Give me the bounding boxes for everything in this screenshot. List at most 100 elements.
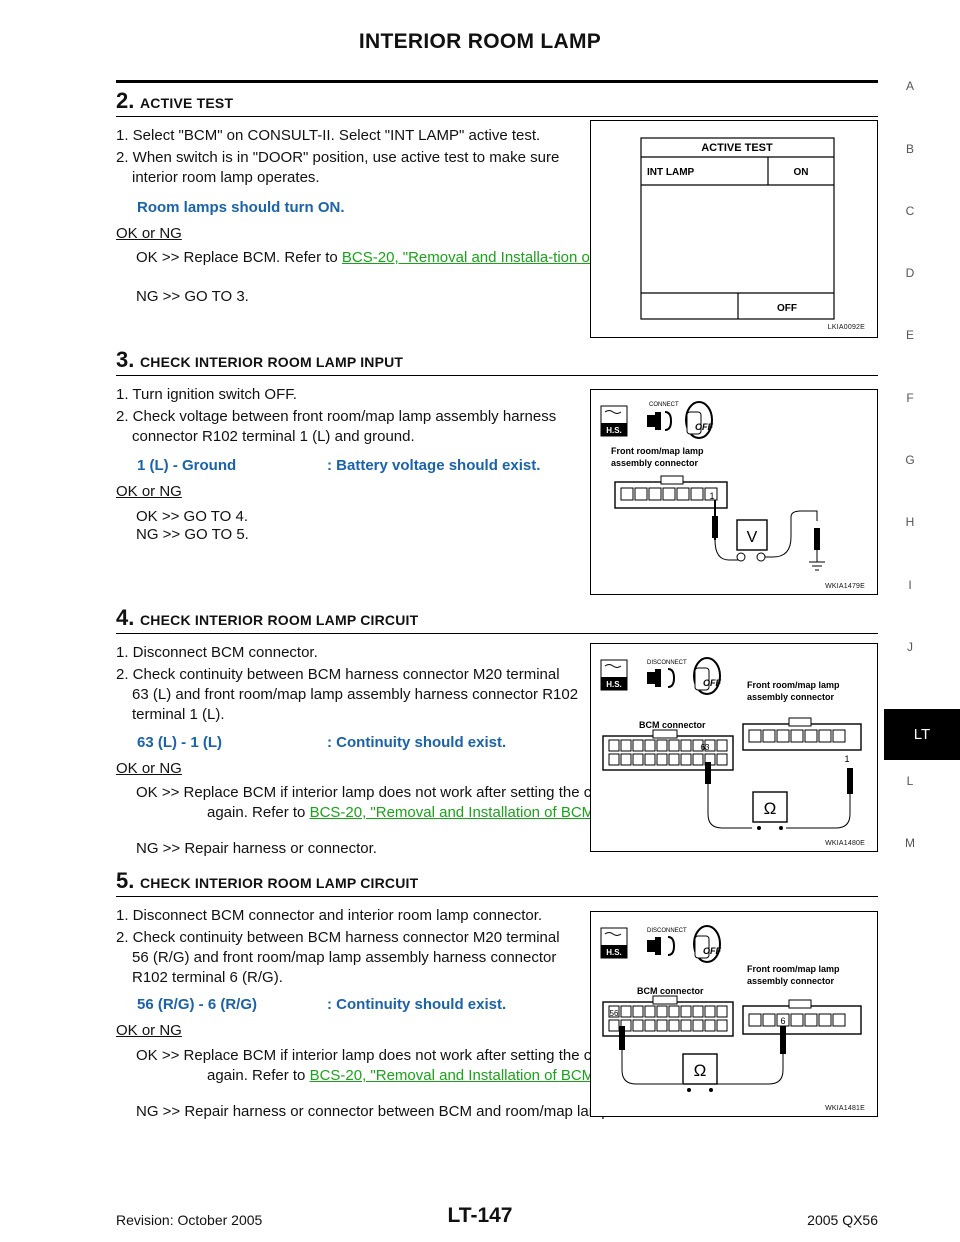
side-index-m[interactable]: M [905,836,915,850]
step-title: CHECK INTERIOR ROOM LAMP CIRCUIT [140,875,419,891]
ng-result: NG >> GO TO 5. [136,526,249,543]
connect-label: CONNECT [649,402,679,408]
footer-page-number: LT-147 [447,1204,513,1227]
meter-minus-terminal [756,552,766,562]
spec-text: Room lamps should turn ON. [137,199,345,216]
side-index-l[interactable]: L [906,774,914,788]
ohmmeter-icon [682,1053,718,1085]
step-3-body: 1. Turn ignition switch OFF. 2. Check vo… [116,385,580,447]
step-2-header: 2. ACTIVE TEST [116,86,878,117]
step-item: 1. Select "BCM" on CONSULT-II. Select "I… [116,127,541,144]
lamp-connector-latch [660,475,684,485]
step-3-header: 3. CHECK INTERIOR ROOM LAMP INPUT [116,345,878,376]
spec-text: 1 (L) - Ground [137,457,237,474]
side-index-lt-active[interactable]: LT [884,709,960,760]
meter-terminal [687,1088,691,1092]
bcm-terminal-label: 56 [610,1009,619,1018]
connector-icon [647,412,661,430]
side-index-b[interactable]: B [905,142,914,156]
step-4-header: 4. CHECK INTERIOR ROOM LAMP CIRCUIT [116,603,878,634]
probe-wire [714,539,739,561]
footer-revision: Revision: October 2005 [116,1212,263,1228]
continuity-diagram: H.S. DISCONNECT OFF BCM connector Front … [600,925,862,1092]
lamp-probe [847,768,853,794]
hs-icon [601,423,627,436]
int-lamp-label: INT LAMP [647,167,695,178]
step-5-body: 1. Disconnect BCM connector and interior… [116,906,580,988]
ng-result: NG >> Repair harness or connector betwee… [136,1103,614,1120]
off-label: OFF [703,946,721,956]
connector-icon [667,936,676,956]
bcm-terminal-label: 63 [701,743,710,752]
side-index-i[interactable]: I [908,578,912,592]
disconnect-label: DISCONNECT [647,928,687,934]
lamp-probe [780,1026,786,1054]
screen-header-text: ACTIVE TEST [701,142,773,154]
bcs-20-link[interactable]: BCS-20, "Removal and Installation of BCM… [309,804,600,821]
side-index-h[interactable]: H [905,515,915,529]
lamp-connector-pins [748,729,846,743]
page-title: INTERIOR ROOM LAMP [358,30,602,53]
lamp-connector-pins [748,1013,846,1027]
figure-code: WKIA1479E [825,583,865,590]
side-index-e[interactable]: E [905,328,914,342]
step-item: 2. When switch is in "DOOR" position, us… [116,149,560,186]
step-item: 1. Disconnect BCM connector. [116,644,318,661]
screen-frame [640,137,835,320]
spec-text: 56 (R/G) - 6 (R/G) [137,996,258,1013]
off-label: OFF [703,678,721,688]
side-index-a[interactable]: A [905,79,914,93]
bcs-20-link[interactable]: BCS-20, "Removal and Installa-tion of BC… [341,249,637,266]
bcm-connector-pins [608,739,728,766]
side-index-f[interactable]: F [906,391,914,405]
step-5-header: 5. CHECK INTERIOR ROOM LAMP CIRCUIT [116,866,878,897]
hs-label: H.S. [606,948,622,957]
side-index-g[interactable]: G [905,453,915,467]
lamp-connector-latch [788,999,812,1009]
bcm-connector-label: BCM connector [639,720,706,730]
step-4-body: 1. Disconnect BCM connector. 2. Check co… [116,643,580,725]
hs-label: H.S. [606,680,622,689]
off-button[interactable]: OFF [777,303,797,314]
bcm-connector-pins [608,1005,728,1032]
ignition-key-icon [694,935,710,959]
lamp-terminal-label: 6 [780,1016,785,1026]
figure-code: LKIA0092E [827,324,865,331]
spec-value: : Battery voltage should exist. [327,457,541,474]
bcs-20-link[interactable]: BCS-20, "Removal and Installation of BCM… [309,1067,600,1084]
lamp-connector-pins [620,487,718,501]
step-item: 2. Check continuity between BCM harness … [116,666,579,723]
on-button[interactable]: ON [794,167,809,178]
ok-ng-label: OK or NG [116,225,182,242]
probe-wire [621,1050,682,1085]
ignition-key-icon [694,667,710,691]
ground-wire [765,510,818,558]
step-number: 4. [116,605,135,630]
side-index-d[interactable]: D [905,266,915,280]
step-item: 1. Disconnect BCM connector and interior… [116,907,543,924]
connector-icon [647,937,661,955]
footer-model: 2005 QX56 [807,1212,878,1228]
ohmmeter-symbol: Ω [764,799,777,818]
side-index-c[interactable]: C [905,204,915,218]
step-item: 2. Check continuity between BCM harness … [116,929,560,986]
disconnect-label: DISCONNECT [647,660,687,666]
step-item: 1. Turn ignition switch OFF. [116,386,297,403]
hs-icon [604,932,622,936]
ignition-key-icon [686,411,702,435]
continuity-check-figure-2: H.S. DISCONNECT OFF BCM connector Front … [590,911,878,1117]
meter-plus-terminal [736,552,746,562]
meter-terminal [779,826,783,830]
active-test-screen: ACTIVE TEST INT LAMP ON OFF [640,137,835,320]
ok-result: OK >> Replace BCM. Refer to BCS-20, "Rem… [136,249,645,266]
side-index-j[interactable]: J [907,640,913,654]
bcm-connector [602,735,734,771]
ok-result: OK >> GO TO 4. [136,508,248,525]
probe [712,516,718,538]
lamp-connector [614,481,728,509]
voltmeter-symbol: V [747,529,758,546]
terminal-label: 1 [709,491,714,501]
spec-value: : Continuity should exist. [327,996,507,1013]
